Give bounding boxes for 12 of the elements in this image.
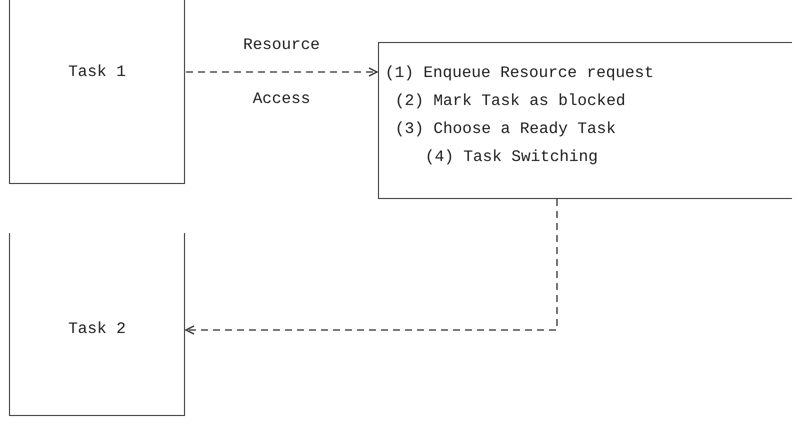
step-text: (2) Mark Task as blocked: [394, 91, 626, 112]
task-label: Task 2: [68, 319, 126, 340]
process-box: [378, 42, 792, 199]
step-text: (3) Choose a Ready Task: [394, 119, 616, 140]
edge-label: Resource Access: [242, 35, 321, 110]
task-box: [9, 0, 185, 184]
task-label: Task 1: [68, 62, 126, 82]
dashed-arrow: [186, 67, 378, 77]
dashed-arrow: [185, 199, 558, 335]
task-box: [9, 233, 185, 416]
step-text: (1) Enqueue Resource request: [385, 63, 654, 84]
step-text: (4) Task Switching: [424, 147, 598, 168]
